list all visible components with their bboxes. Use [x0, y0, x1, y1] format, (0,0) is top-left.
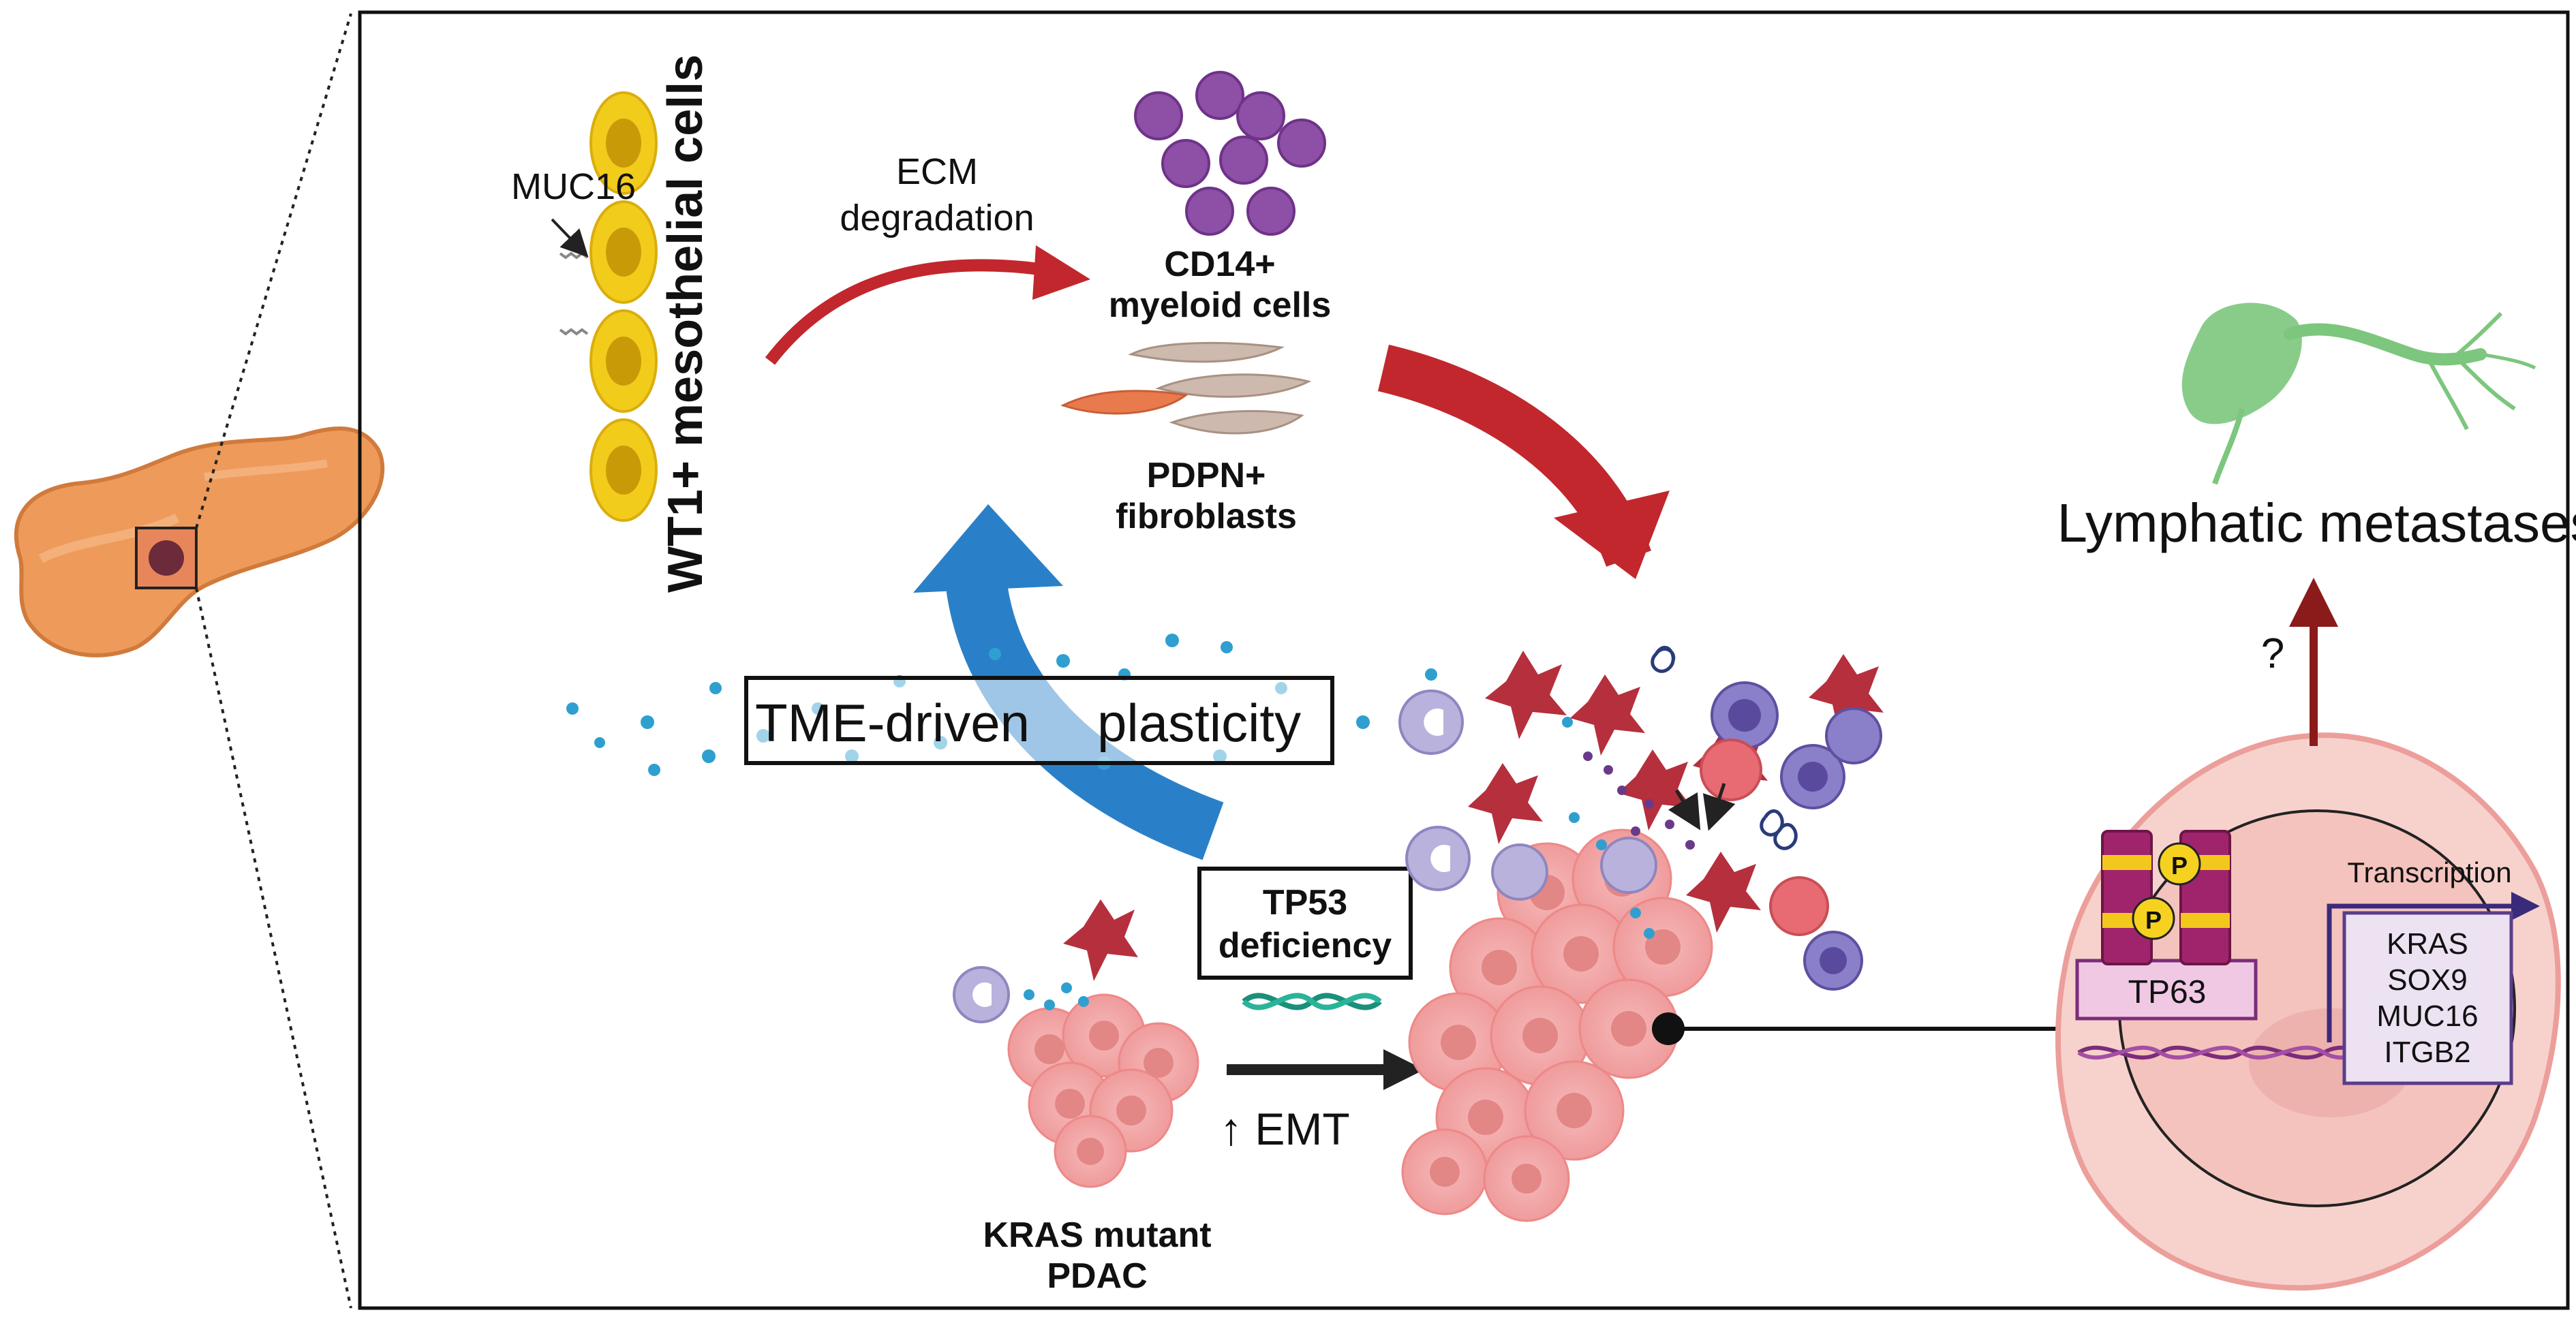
tme-label-part1: TME-driven [755, 693, 1030, 753]
tumor-region-box [135, 527, 198, 589]
gene-3: MUC16 [2376, 999, 2478, 1033]
infiltrate-arrow-1 [1668, 789, 1701, 831]
tumor-spot [149, 540, 184, 576]
phospho-label-1: P [2171, 852, 2188, 880]
muc16-label: MUC16 [511, 166, 636, 207]
question-mark: ? [2261, 630, 2284, 677]
phospho-group-2 [2132, 897, 2175, 940]
lymphatic-vessel-icon [2181, 302, 2536, 485]
zoom-line-top [195, 13, 352, 529]
tme-plasticity-box [744, 676, 1334, 765]
monocytes-dark [1711, 681, 1882, 991]
pancreas-organ [14, 426, 385, 657]
tp63-label: TP63 [2128, 974, 2207, 1010]
infiltrate-arrow-2 [1702, 783, 1736, 831]
myeloid-cells-cluster [1134, 71, 1326, 236]
dna-helix-icon [1242, 993, 1382, 1010]
target-genes-box [2342, 911, 2513, 1085]
kras-label-line1: KRAS mutant [983, 1215, 1211, 1255]
phospho-group-1 [2158, 842, 2201, 886]
plasticity-arrow-head [913, 504, 1063, 593]
ecm-fibers [1651, 645, 1798, 850]
kras-label-line2: PDAC [1047, 1256, 1147, 1296]
monocytes-light [1398, 689, 1657, 901]
pdpn-label-line2: fibroblasts [1116, 497, 1297, 536]
small-macrophage [1063, 899, 1138, 981]
pdpn-label-line1: PDPN+ [1147, 456, 1266, 495]
emt-label: ↑ EMT [1220, 1104, 1350, 1154]
small-monocyte [953, 966, 1010, 1023]
tp53-label-line1: TP53 [1263, 883, 1347, 922]
fibroblasts-cluster [1060, 341, 1312, 435]
tme-label-part2: plasticity [1097, 693, 1301, 753]
tp53-label-line2: deficiency [1218, 926, 1392, 965]
zoom-line-bottom [195, 587, 352, 1309]
transcription-label: Transcription [2347, 856, 2511, 888]
ecm-label-line1: ECM [896, 151, 978, 192]
gene-4: ITGB2 [2384, 1036, 2470, 1069]
gene-1: KRAS [2387, 927, 2468, 961]
ecm-label-line2: degradation [840, 198, 1034, 238]
kras-pdac-tumor [1007, 993, 1199, 1188]
gene-2: SOX9 [2387, 963, 2467, 997]
emt-arrow-head [1383, 1049, 1424, 1090]
cd14-label-line2: myeloid cells [1109, 285, 1332, 325]
ecm-degradation-arrow [765, 259, 1064, 365]
muc16-pointer [551, 218, 589, 258]
tp53-box [1197, 867, 1413, 980]
small-cytokines [1024, 982, 1089, 1010]
phospho-label-2: P [2145, 906, 2162, 934]
cd14-label-line1: CD14+ [1164, 245, 1275, 284]
mesothelial-cells-label: WT1+ mesothelial cells [658, 55, 713, 593]
tp63-box [2075, 959, 2258, 1021]
mesothelial-cells [559, 91, 658, 522]
zoom-frame [358, 10, 2570, 1310]
invasive-tumor [1401, 828, 1713, 1222]
lymphatic-metastases-label: Lymphatic metastases [2057, 493, 2576, 553]
transcription-arrow [2327, 892, 2540, 1042]
ecm-arrow-head [1032, 245, 1090, 300]
recruitment-arrow-head [1554, 491, 1670, 579]
